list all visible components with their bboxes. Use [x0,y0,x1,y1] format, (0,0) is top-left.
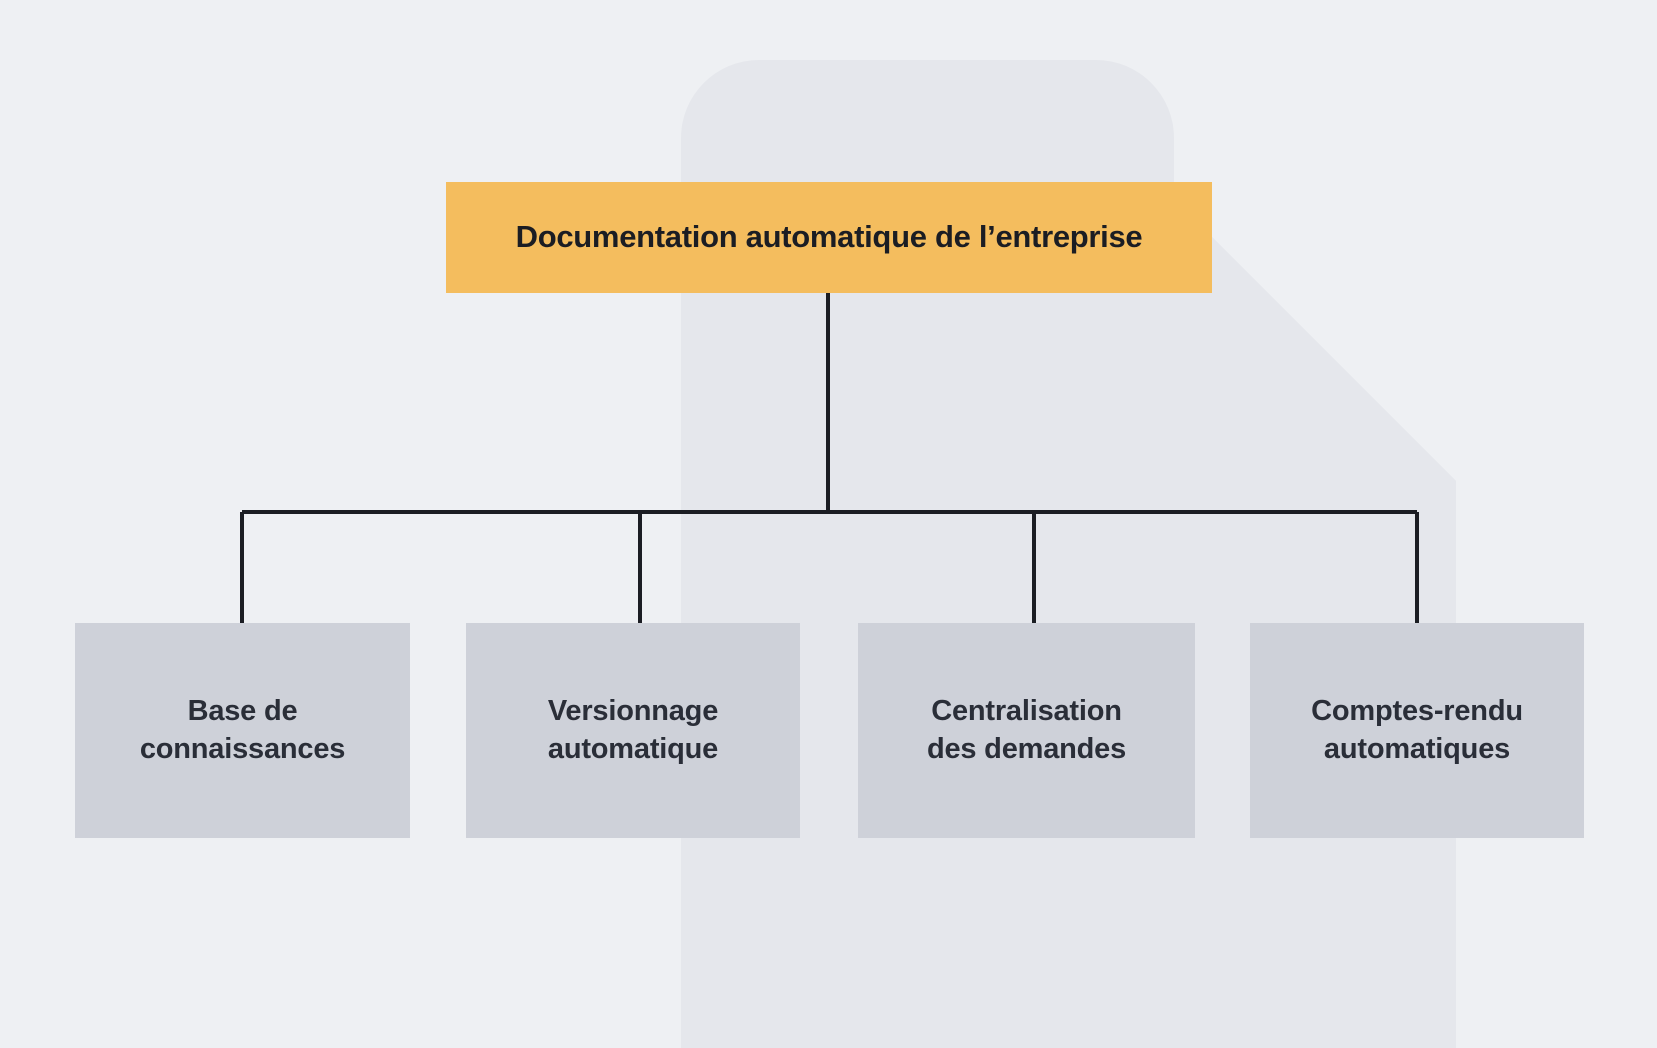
child-node-label: Base de connaissances [139,695,346,765]
child-node-centralisation-des-demandes[interactable]: Centralisation des demandes [858,623,1195,838]
child-node-comptes-rendu-automatiques[interactable]: Comptes-rendu automatiques [1250,623,1584,838]
child-node-label: Versionnage automatique [547,695,719,765]
child-node-base-de-connaissances[interactable]: Base de connaissances [75,623,410,838]
child-node-label: Comptes-rendu automatiques [1311,695,1523,765]
child-node-label: Centralisation des demandes [926,695,1127,765]
root-node[interactable]: Documentation automatique de l’entrepris… [446,182,1212,293]
child-node-versionnage-automatique[interactable]: Versionnage automatique [466,623,800,838]
root-node-label: Documentation automatique de l’entrepris… [515,218,1143,254]
